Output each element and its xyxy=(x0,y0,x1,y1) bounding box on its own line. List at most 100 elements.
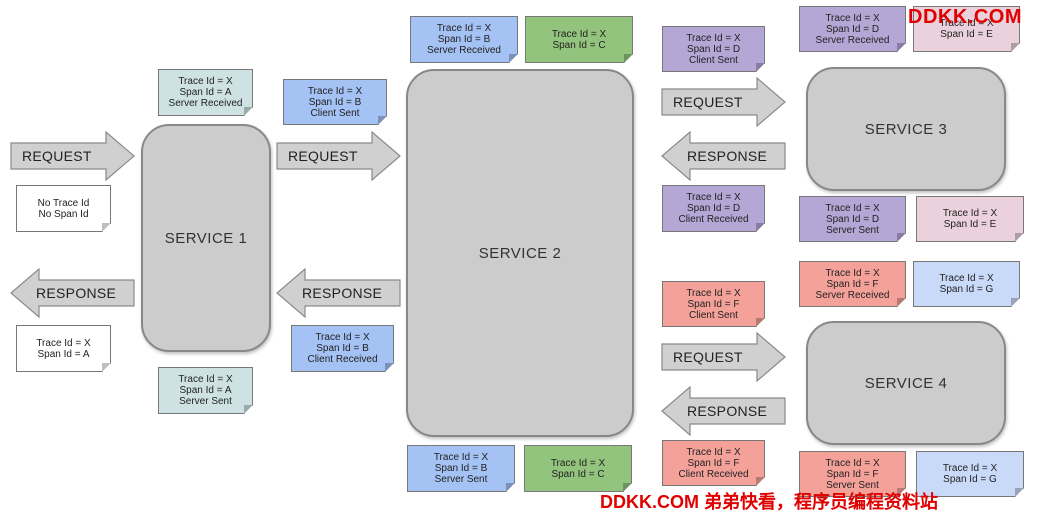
note-line: Span Id = F xyxy=(826,278,879,290)
service-2: SERVICE 2 xyxy=(406,69,634,437)
service-4-label: SERVICE 4 xyxy=(864,374,948,392)
note-line: Client Received xyxy=(678,468,749,480)
note-line: Trace Id = X xyxy=(825,457,880,469)
note-line: Trace Id = X xyxy=(550,457,606,469)
note-line: Trace Id = X xyxy=(942,208,998,219)
note-line: Span Id = D xyxy=(686,43,741,55)
note-line: Trace Id = X xyxy=(315,332,370,343)
note-line: Trace Id = X xyxy=(686,287,741,299)
note-span-b-client-sent: Trace Id = X Span Id = B Client Sent xyxy=(283,79,387,125)
note-line: Span Id = D xyxy=(825,213,880,225)
note-line: Trace Id = X xyxy=(36,337,91,349)
note-span-a-response: Trace Id = X Span Id = A xyxy=(16,325,111,372)
note-line: Span Id = E xyxy=(943,219,997,230)
request-label: REQUEST xyxy=(673,349,743,365)
note-line: Trace Id = X xyxy=(178,374,233,385)
note-line: Server Sent xyxy=(434,474,488,485)
note-line: Trace Id = X xyxy=(939,273,994,284)
note-no-trace: No Trace Id No Span Id xyxy=(16,185,111,232)
service-3: SERVICE 3 xyxy=(806,67,1006,191)
request-arrow-service-1-to-2: REQUEST xyxy=(276,131,401,181)
note-line: Span Id = C xyxy=(551,468,605,480)
note-line: Span Id = D xyxy=(686,203,741,214)
note-line: Trace Id = X xyxy=(942,463,998,474)
note-span-b-server-received: Trace Id = X Span Id = B Server Received xyxy=(410,16,518,63)
note-span-c-bottom: Trace Id = X Span Id = C xyxy=(524,445,632,492)
note-line: Span Id = D xyxy=(825,23,880,35)
note-line: Trace Id = X xyxy=(825,267,880,279)
note-span-d-server-sent: Trace Id = X Span Id = D Server Sent xyxy=(799,196,906,242)
note-span-f-client-received: Trace Id = X Span Id = F Client Received xyxy=(662,440,765,486)
note-line: Span Id = G xyxy=(943,474,997,485)
note-span-e-top: Trace Id = X Span Id = E xyxy=(913,6,1020,52)
request-arrow-into-service-1: REQUEST xyxy=(10,131,135,181)
note-line: Trace Id = X xyxy=(686,192,741,203)
note-line: Trace Id = X xyxy=(307,85,363,97)
note-line: Trace Id = X xyxy=(436,23,492,34)
note-line: No Span Id xyxy=(38,208,89,220)
note-span-f-server-received: Trace Id = X Span Id = F Server Received xyxy=(799,261,906,307)
note-span-e-bottom: Trace Id = X Span Id = E xyxy=(916,196,1024,242)
watermark-top: DDKK.COM xyxy=(908,6,1022,28)
note-line: Trace Id = X xyxy=(825,12,880,24)
response-arrow-service-4-to-2: RESPONSE xyxy=(661,386,786,436)
request-arrow-service-2-to-4: REQUEST xyxy=(661,332,786,382)
note-line: Span Id = A xyxy=(179,87,232,98)
note-span-c-top: Trace Id = X Span Id = C xyxy=(525,16,633,63)
note-span-a-server-sent: Trace Id = X Span Id = A Server Sent xyxy=(158,367,253,414)
note-span-b-server-sent: Trace Id = X Span Id = B Server Sent xyxy=(407,445,515,492)
note-line: Span Id = F xyxy=(826,468,879,480)
note-line: Span Id = B xyxy=(316,343,369,354)
note-line: Span Id = B xyxy=(434,463,488,474)
note-line: Client Received xyxy=(307,354,378,365)
note-line: Trace Id = X xyxy=(686,446,741,458)
request-arrow-service-2-to-3: REQUEST xyxy=(661,77,786,127)
request-label: REQUEST xyxy=(22,148,92,164)
note-line: Span Id = A xyxy=(37,348,90,360)
note-line: Span Id = B xyxy=(308,96,362,108)
note-line: Span Id = B xyxy=(437,34,491,45)
note-line: Client Received xyxy=(678,214,749,225)
response-label: RESPONSE xyxy=(36,285,117,301)
note-span-d-server-received: Trace Id = X Span Id = D Server Received xyxy=(799,6,906,52)
request-label: REQUEST xyxy=(288,148,358,164)
response-arrow-service-2-to-1: RESPONSE xyxy=(276,268,401,318)
note-span-a-server-received: Trace Id = X Span Id = A Server Received xyxy=(158,69,253,116)
note-line: Server Sent xyxy=(179,396,232,407)
service-4: SERVICE 4 xyxy=(806,321,1006,445)
note-line: Server Sent xyxy=(826,224,879,236)
note-line: Client Sent xyxy=(689,54,738,66)
note-line: Trace Id = X xyxy=(178,76,233,87)
note-line: Span Id = E xyxy=(940,29,993,40)
note-span-g-bottom: Trace Id = X Span Id = G xyxy=(916,451,1024,497)
note-line: Trace Id = X xyxy=(825,202,880,214)
response-label: RESPONSE xyxy=(302,285,383,301)
note-line: Client Sent xyxy=(689,309,738,321)
note-line: Span Id = F xyxy=(687,298,740,310)
service-1-label: SERVICE 1 xyxy=(164,229,248,247)
note-span-b-client-received: Trace Id = X Span Id = B Client Received xyxy=(291,325,394,372)
note-line: No Trace Id xyxy=(37,197,90,209)
response-label: RESPONSE xyxy=(687,403,768,419)
note-line: Span Id = A xyxy=(179,385,232,396)
service-1: SERVICE 1 xyxy=(141,124,271,352)
note-span-f-server-sent: Trace Id = X Span Id = F Server Sent xyxy=(799,451,906,497)
note-line: Server Sent xyxy=(826,479,879,491)
response-label: RESPONSE xyxy=(687,148,768,164)
note-span-d-client-sent: Trace Id = X Span Id = D Client Sent xyxy=(662,26,765,72)
note-line: Server Received xyxy=(815,289,890,301)
service-3-label: SERVICE 3 xyxy=(864,120,948,138)
response-arrow-service-3-to-2: RESPONSE xyxy=(661,131,786,181)
note-span-f-client-sent: Trace Id = X Span Id = F Client Sent xyxy=(662,281,765,327)
note-line: Client Sent xyxy=(310,107,360,119)
note-line: Server Received xyxy=(168,98,243,109)
note-line: Trace Id = X xyxy=(686,32,741,44)
note-line: Server Received xyxy=(427,45,501,56)
note-line: Span Id = G xyxy=(939,284,994,295)
note-line: Span Id = C xyxy=(552,39,606,51)
note-line: Trace Id = X xyxy=(551,28,607,40)
note-span-g-top: Trace Id = X Span Id = G xyxy=(913,261,1020,307)
note-line: Trace Id = X xyxy=(939,18,994,29)
request-label: REQUEST xyxy=(673,94,743,110)
note-line: Span Id = F xyxy=(687,457,740,469)
